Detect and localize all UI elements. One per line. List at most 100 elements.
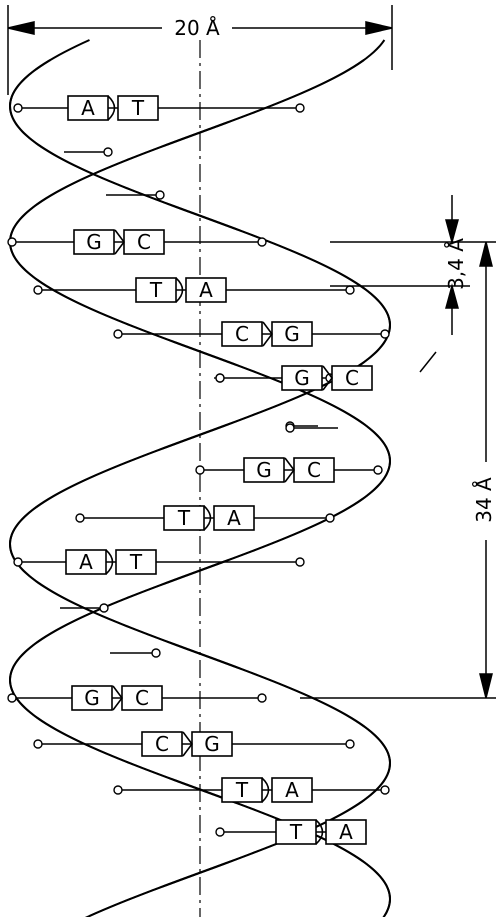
sugar-node — [380, 329, 390, 339]
width-label: 20 Å — [174, 16, 220, 40]
sugar-node — [215, 827, 225, 837]
base-box-right — [331, 365, 373, 391]
sugar-node — [373, 465, 383, 475]
sugar-node — [155, 190, 165, 200]
sugar-node — [257, 237, 267, 247]
sugar-node — [99, 603, 109, 613]
base-letter-right: C — [345, 366, 359, 390]
base-box-left — [141, 731, 183, 757]
base-box-left — [65, 549, 107, 575]
base-letter-right: G — [204, 732, 220, 756]
base-letter-left: G — [86, 230, 102, 254]
sugar-node — [325, 513, 335, 523]
phosphate-stub — [285, 423, 338, 433]
sugar-node — [103, 147, 113, 157]
base-box-left — [71, 685, 113, 711]
base-box-left — [163, 505, 205, 531]
sugar-node — [257, 693, 267, 703]
phosphate-stub — [106, 190, 165, 200]
sugar-node — [13, 103, 23, 113]
sugar-node — [75, 513, 85, 523]
sugar-node — [345, 739, 355, 749]
pair-connector — [322, 365, 333, 391]
rise-dimension — [330, 195, 496, 373]
width-dimension — [7, 5, 393, 95]
pair-connector — [114, 229, 125, 255]
base-letter-left: A — [79, 550, 93, 574]
sugar-node — [215, 373, 225, 383]
base-letter-right: A — [199, 278, 213, 302]
pair-connector — [203, 505, 212, 531]
base-letter-left: G — [294, 366, 310, 390]
base-letter-left: G — [84, 686, 100, 710]
pair-connector — [315, 819, 324, 845]
phosphate-stub — [60, 603, 109, 613]
pair-connector — [182, 731, 193, 757]
sugar-node — [295, 557, 305, 567]
base-box-left — [135, 277, 177, 303]
sugar-node — [285, 423, 295, 433]
sugar-node — [295, 103, 305, 113]
pitch-arrow-top — [479, 241, 493, 267]
phosphate-stub — [110, 648, 161, 658]
base-box-left — [243, 457, 285, 483]
sugar-node — [380, 785, 390, 795]
base-letter-right: T — [131, 96, 145, 120]
base-letter-left: T — [149, 278, 163, 302]
base-letter-right: C — [307, 458, 321, 482]
base-box-right — [185, 277, 227, 303]
rise-label: 3,4 Å — [444, 238, 468, 290]
base-box-left — [275, 819, 317, 845]
pointer-mark — [419, 351, 437, 373]
base-box-right — [115, 549, 157, 575]
base-letter-right: T — [129, 550, 143, 574]
base-box-right — [213, 505, 255, 531]
base-letter-right: A — [339, 820, 353, 844]
base-letter-left: T — [235, 778, 249, 802]
phosphate-stub — [214, 373, 225, 383]
sugar-node — [13, 557, 23, 567]
sugar-node — [345, 285, 355, 295]
pair-connector — [261, 777, 270, 803]
base-box-right — [117, 95, 159, 121]
width-arrow-right — [365, 21, 393, 35]
base-box-right — [271, 321, 313, 347]
base-box-right — [325, 819, 367, 845]
base-box-left — [67, 95, 109, 121]
base-box-left — [281, 365, 323, 391]
base-box-left — [221, 777, 263, 803]
pair-connector — [284, 457, 295, 483]
base-letter-left: C — [235, 322, 249, 346]
pitch-arrow-bottom — [479, 673, 493, 699]
base-letter-right: G — [284, 322, 300, 346]
base-letter-left: C — [155, 732, 169, 756]
base-box-right — [123, 229, 165, 255]
pair-connector — [112, 685, 123, 711]
base-letter-right: C — [137, 230, 151, 254]
sugar-node — [33, 285, 43, 295]
pair-connector — [105, 549, 114, 575]
pitch-label: 34 Å — [472, 477, 496, 523]
pitch-dimension — [300, 241, 496, 699]
pair-connector — [107, 95, 116, 121]
rise-arrow-bottom — [445, 283, 459, 309]
base-box-left — [221, 321, 263, 347]
base-letter-left: G — [256, 458, 272, 482]
base-letter-right: A — [227, 506, 241, 530]
base-letter-left: T — [177, 506, 191, 530]
sugar-node — [195, 465, 205, 475]
base-letter-right: C — [135, 686, 149, 710]
sugar-node — [7, 693, 17, 703]
